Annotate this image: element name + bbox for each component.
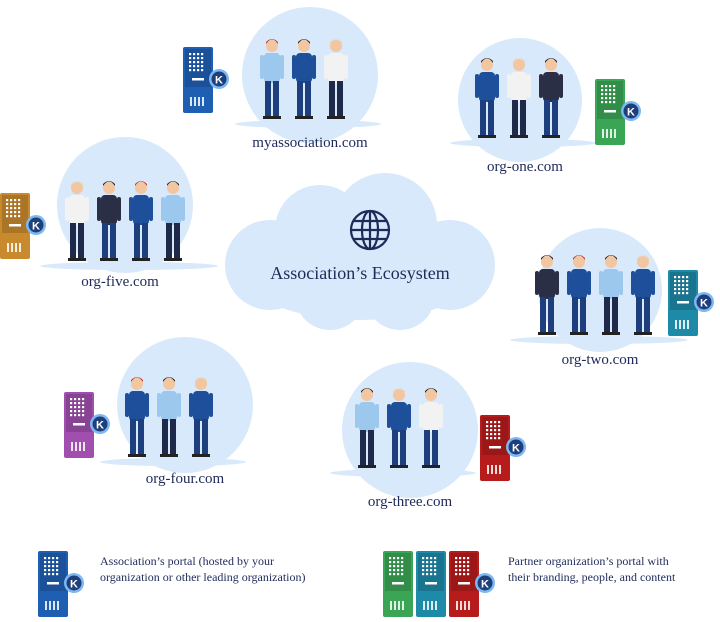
person-figure [97, 181, 121, 261]
person-figure [419, 388, 443, 468]
svg-text:K: K [627, 107, 635, 119]
person-figure [189, 377, 213, 457]
people-group [125, 377, 213, 457]
svg-text:K: K [700, 298, 708, 310]
k-badge-icon: K [621, 101, 641, 121]
ground-shadow [450, 139, 596, 147]
person-figure [567, 255, 591, 335]
k-badge-icon: K [475, 573, 495, 593]
person-figure [507, 58, 531, 138]
ground-shadow [330, 469, 476, 477]
node-label: org-four.com [145, 471, 225, 487]
people-group [355, 388, 443, 468]
node-label: myassociation.com [252, 135, 368, 151]
k-badge-icon: K [90, 414, 110, 434]
person-figure [535, 255, 559, 335]
center-title: Association’s Ecosystem [270, 263, 450, 283]
k-badge-icon: K [506, 437, 526, 457]
person-figure [125, 377, 149, 457]
people-group [475, 58, 563, 138]
person-figure [475, 58, 499, 138]
k-badge-icon: K [64, 573, 84, 593]
person-figure [157, 377, 181, 457]
ground-shadow [510, 336, 688, 344]
node-label: org-five.com [81, 274, 159, 290]
svg-text:K: K [215, 75, 223, 87]
server-icon: K [0, 193, 46, 259]
legend-association-text: Association’s portal (hosted by your org… [100, 554, 306, 584]
person-figure [355, 388, 379, 468]
server-icon: K [480, 415, 526, 481]
person-figure [387, 388, 411, 468]
server-icon: K [668, 270, 714, 336]
globe-icon [349, 209, 391, 251]
person-figure [65, 181, 89, 261]
k-badge-icon: K [26, 215, 46, 235]
ground-shadow [100, 458, 246, 466]
server-icon: K [183, 47, 229, 113]
svg-text:K: K [70, 579, 78, 591]
k-badge-icon: K [694, 292, 714, 312]
person-figure [631, 255, 655, 335]
legend-partner-text: Partner organization’s portal with their… [508, 554, 676, 584]
person-figure [260, 39, 284, 119]
person-figure [599, 255, 623, 335]
partner-server-icon: K [449, 551, 495, 617]
node-label: org-one.com [487, 159, 563, 175]
person-figure [292, 39, 316, 119]
svg-text:K: K [481, 579, 489, 591]
person-figure [161, 181, 185, 261]
person-figure [129, 181, 153, 261]
svg-text:K: K [32, 221, 40, 233]
ground-shadow [40, 262, 218, 270]
ecosystem-cloud [225, 173, 495, 330]
node-label: org-three.com [367, 494, 453, 510]
server-icon: K [595, 79, 641, 145]
svg-text:K: K [96, 420, 104, 432]
ground-shadow [235, 120, 381, 128]
person-figure [539, 58, 563, 138]
node-label: org-two.com [561, 352, 639, 368]
people-group [260, 39, 348, 119]
svg-text:K: K [512, 443, 520, 455]
k-badge-icon: K [209, 69, 229, 89]
association-server-icon: K [38, 551, 84, 617]
server-icon: K [64, 392, 110, 458]
people-group [535, 255, 655, 335]
people-group [65, 181, 185, 261]
person-figure [324, 39, 348, 119]
